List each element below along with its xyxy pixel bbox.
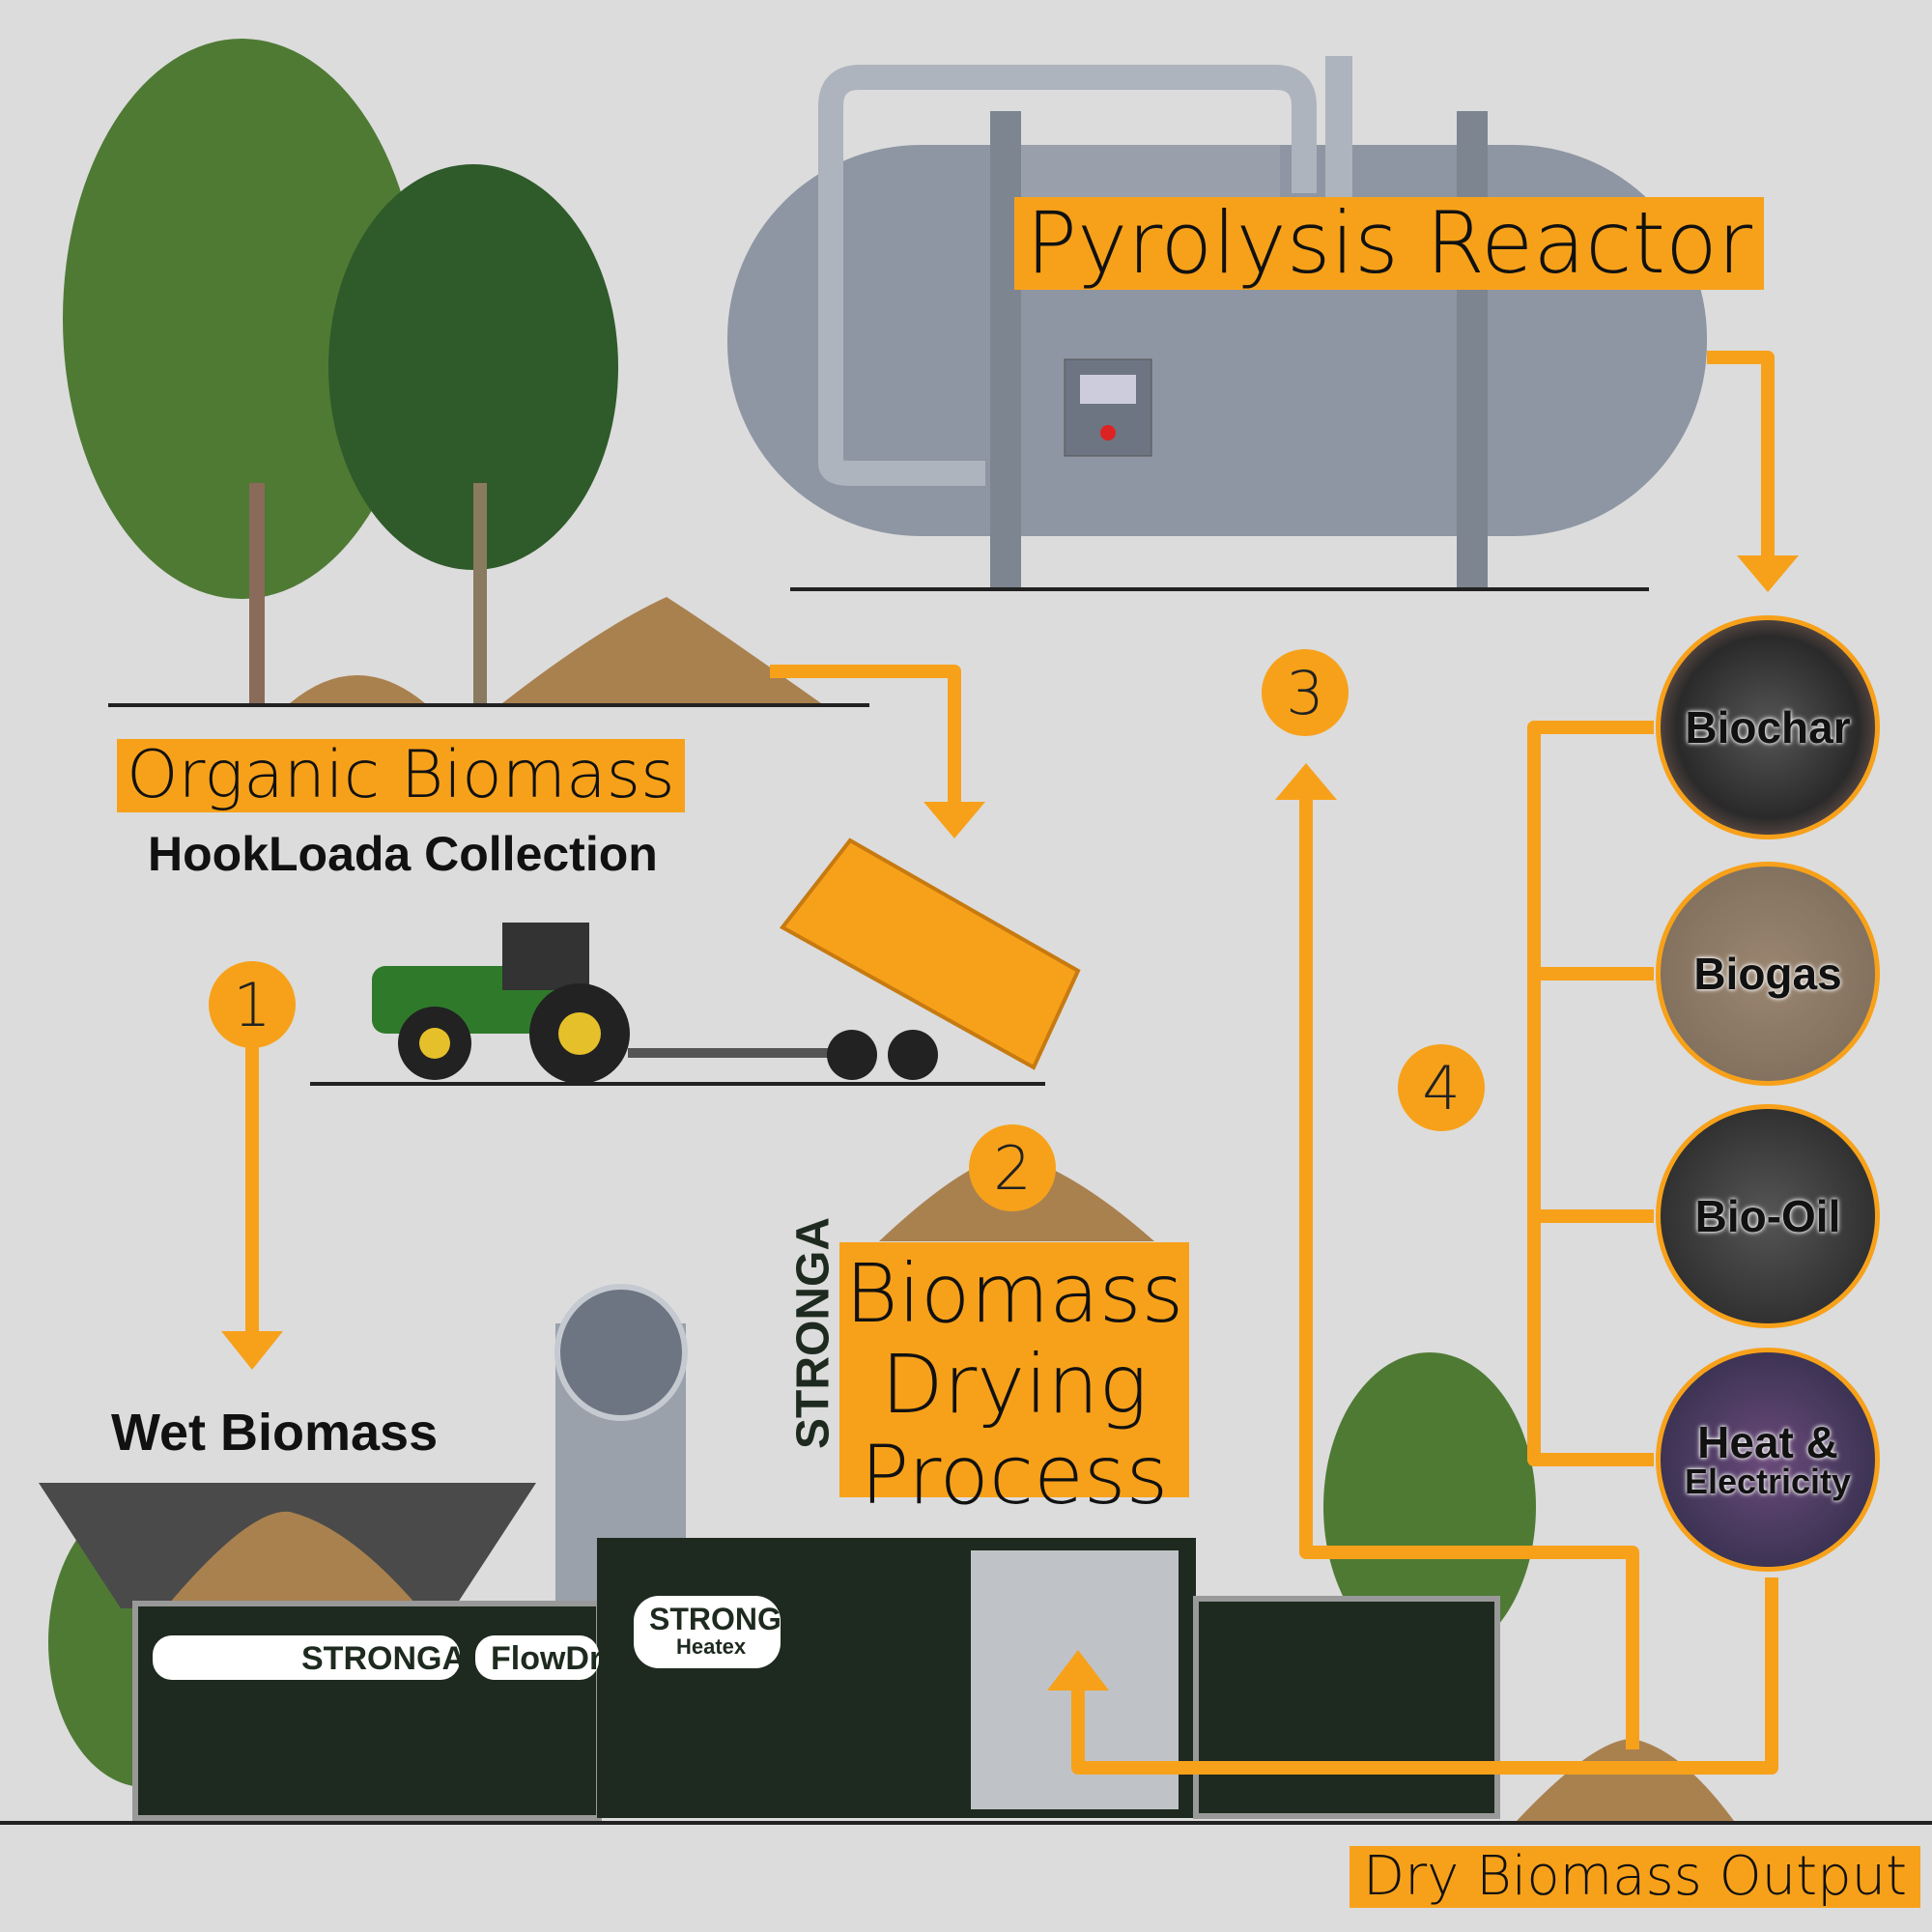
drying-line-1: Biomass bbox=[844, 1246, 1184, 1341]
output-bio-oil: Bio-Oil bbox=[1656, 1104, 1880, 1328]
step-3-badge: 3 bbox=[1262, 649, 1349, 736]
step-2-badge: 2 bbox=[969, 1124, 1056, 1211]
output-label: Bio-Oil bbox=[1694, 1191, 1841, 1241]
heatex-brand-sign: STRONGA bbox=[649, 1602, 804, 1636]
organic-biomass-label: Organic Biomass bbox=[117, 739, 685, 812]
flowdry-sign: FlowDry bbox=[491, 1640, 621, 1677]
output-label: Biochar bbox=[1685, 702, 1851, 753]
arrow-reactor-to-outputs bbox=[1707, 351, 1775, 560]
woodchip-mound bbox=[290, 597, 821, 703]
step-4-badge: 4 bbox=[1398, 1044, 1485, 1131]
step-1-badge: 1 bbox=[209, 961, 296, 1048]
output-bracket bbox=[1527, 721, 1654, 1466]
output-label: Biogas bbox=[1693, 949, 1842, 999]
pyrolysis-reactor-illustration bbox=[727, 56, 1707, 591]
output-biochar: Biochar bbox=[1656, 615, 1880, 839]
drying-line-3: Process bbox=[860, 1428, 1169, 1523]
tractor-hookloader-illustration bbox=[310, 838, 1081, 1086]
trees-illustration bbox=[63, 39, 618, 705]
pyrolysis-reactor-label: Pyrolysis Reactor bbox=[1014, 197, 1765, 290]
stronga-vertical-logo: STRONGA bbox=[787, 1217, 839, 1449]
stronga-sign: STRONGA bbox=[301, 1640, 466, 1677]
arrow-dry-output-to-reactor bbox=[1299, 792, 1639, 1749]
flow-arrows bbox=[245, 351, 1778, 1775]
output-heat-electricity: Heat &Electricity bbox=[1656, 1348, 1880, 1572]
output-label: Heat & bbox=[1697, 1417, 1838, 1467]
arrow-collection-to-hookloader bbox=[770, 665, 961, 807]
heatex-sign: Heatex bbox=[676, 1634, 747, 1659]
hookloada-collection-label: HookLoada Collection bbox=[148, 827, 658, 881]
output-biogas: Biogas bbox=[1656, 862, 1880, 1086]
dry-biomass-output-label: Dry Biomass Output bbox=[1350, 1846, 1921, 1908]
drying-process-label: Biomass Drying Process bbox=[839, 1242, 1189, 1520]
arrow-heat-to-dryer bbox=[1071, 1577, 1778, 1775]
drying-line-2: Drying bbox=[881, 1337, 1148, 1433]
wet-biomass-label: Wet Biomass bbox=[111, 1404, 439, 1462]
output-sublabel: Electricity bbox=[1684, 1462, 1852, 1501]
flowdry-dryer-illustration bbox=[0, 1284, 1932, 1825]
arrowheads bbox=[221, 555, 1799, 1690]
